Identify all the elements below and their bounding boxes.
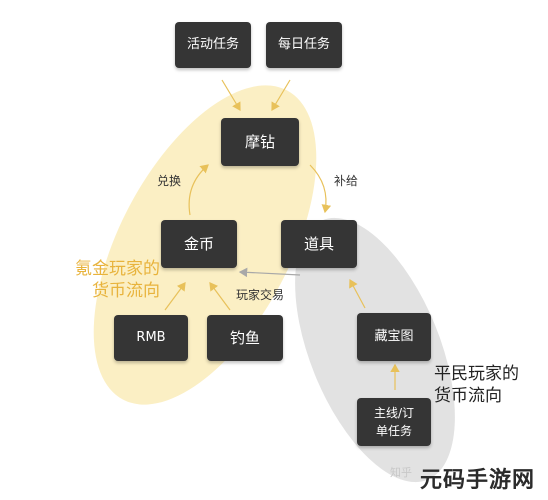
free-player-label-line2: 货币流向: [434, 386, 502, 406]
arrow-daily-to-diamonds: [271, 79, 291, 112]
node-items: 道具: [281, 220, 357, 268]
node-main-order-tasks-line1: 主线/订: [373, 406, 415, 420]
node-items-label: 道具: [303, 235, 334, 253]
node-daily-tasks-label: 每日任务: [277, 37, 330, 52]
node-main-order-tasks: 主线/订 单任务: [357, 398, 431, 446]
arrow-rmb-to-gold: [164, 282, 186, 311]
node-daily-tasks: 每日任务: [266, 22, 342, 68]
free-player-label: 平民玩家的 货币流向: [434, 363, 546, 407]
node-fishing-label: 钓鱼: [229, 329, 260, 347]
free-player-label-line1: 平民玩家的: [434, 364, 519, 384]
edge-label-supply: 补给: [334, 174, 359, 188]
arrow-fishing-to-gold: [209, 282, 231, 311]
node-rmb-label: RMB: [136, 330, 166, 345]
node-fishing: 钓鱼: [207, 315, 283, 361]
brand-logo-text: 元码手游网: [420, 467, 536, 493]
arrow-diamonds-to-items: [309, 164, 332, 214]
watermark-text: 知乎: [390, 466, 412, 479]
paying-player-label-line1: 氪金玩家的: [75, 259, 160, 279]
node-activity-tasks-label: 活动任务: [186, 37, 239, 52]
edge-label-player-trade: 玩家交易: [236, 288, 285, 302]
node-rmb: RMB: [114, 315, 188, 361]
arrow-activity-to-diamonds: [221, 79, 241, 112]
node-gold-label: 金币: [183, 235, 214, 253]
node-diamonds: 摩钻: [221, 118, 299, 166]
node-diamonds-label: 摩钻: [244, 133, 275, 151]
node-gold: 金币: [161, 220, 237, 268]
arrow-items-to-gold: [238, 267, 301, 278]
node-treasure-map-label: 藏宝图: [374, 329, 414, 344]
node-activity-tasks: 活动任务: [175, 22, 251, 68]
node-main-order-tasks-line2: 单任务: [375, 424, 412, 438]
arrow-map-to-items: [349, 278, 366, 309]
paying-player-label-line2: 货币流向: [92, 281, 160, 301]
paying-player-label: 氪金玩家的 货币流向: [22, 258, 160, 302]
edge-label-exchange: 兑换: [157, 174, 182, 188]
arrow-gold-to-diamonds: [188, 164, 209, 216]
node-treasure-map: 藏宝图: [357, 313, 431, 361]
